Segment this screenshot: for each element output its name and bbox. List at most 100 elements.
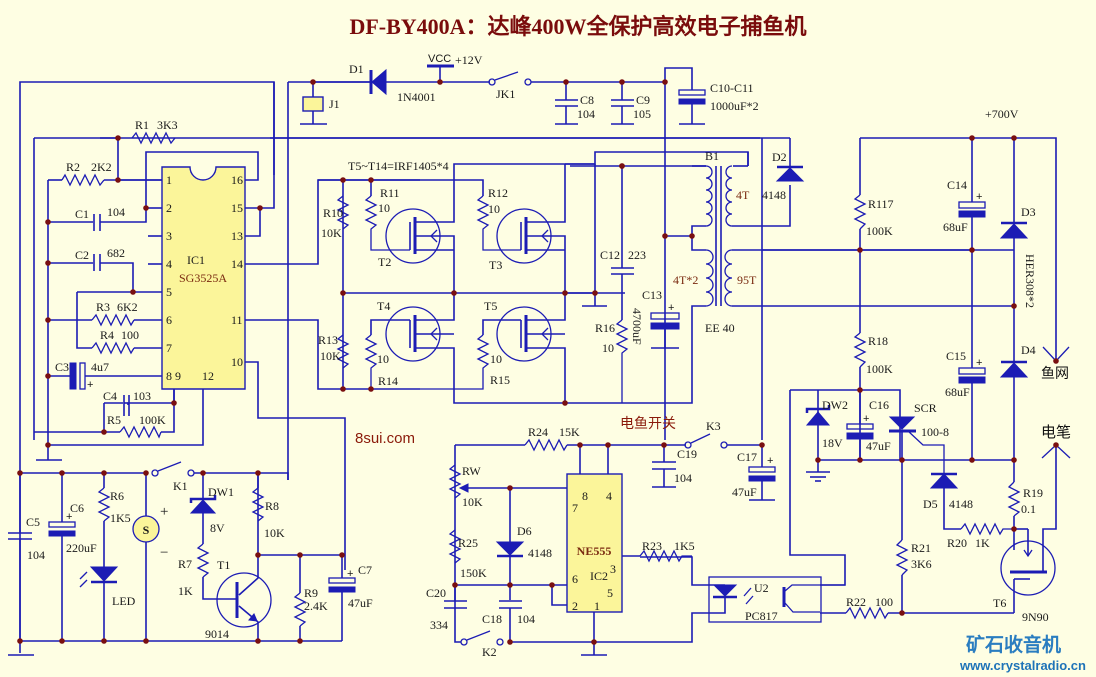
junction-dot — [563, 79, 569, 85]
r20-ref: R20 — [947, 536, 967, 550]
junction-dot — [143, 638, 149, 644]
d3-val: HER308*2 — [1023, 254, 1037, 308]
junction-dot — [1053, 442, 1059, 448]
buzzer-label: S — [143, 523, 150, 537]
junction-dot — [591, 639, 597, 645]
c2-val: 682 — [107, 246, 125, 260]
junction-dot — [857, 387, 863, 393]
diode-d2 — [775, 167, 805, 182]
k1-label: K1 — [173, 479, 188, 493]
ic2-ref: IC2 — [590, 569, 608, 583]
r12-ref: R12 — [488, 186, 508, 200]
junction-dot — [17, 470, 23, 476]
c19-ref: C18 — [482, 612, 502, 626]
r19-val: 0.1 — [1021, 502, 1036, 516]
c20-ref: C20 — [426, 586, 446, 600]
r1-ref: R1 — [135, 118, 149, 132]
junction-dot — [969, 247, 975, 253]
svg-text:10: 10 — [231, 355, 243, 369]
svg-text:7: 7 — [572, 501, 578, 515]
capacitor-c7 — [328, 577, 356, 584]
watermark-8sui: 8sui.com — [355, 430, 415, 447]
switch-k3[interactable] — [690, 433, 711, 444]
d3-ref: D3 — [1021, 205, 1036, 219]
r21-val: 3K6 — [911, 557, 932, 571]
junction-dot — [605, 442, 611, 448]
logo-url: www.crystalradio.cn — [959, 658, 1086, 673]
capacitor-c10-c11 — [678, 89, 706, 96]
junction-dot — [662, 233, 668, 239]
junction-dot — [1011, 303, 1017, 309]
c14-ref: C14 — [947, 178, 967, 192]
switch-k1[interactable] — [157, 461, 182, 472]
d2-ref: D2 — [772, 150, 787, 164]
junction-dot — [101, 429, 107, 435]
buzzer-minus: − — [160, 545, 168, 561]
u2-ref: U2 — [754, 581, 769, 595]
t3-ref: T3 — [489, 258, 502, 272]
svg-text:4: 4 — [166, 257, 172, 271]
mosfet-t3 — [454, 164, 566, 293]
c2-ref: C2 — [75, 248, 89, 262]
dw1-val: 8V — [210, 521, 225, 535]
junction-dot — [759, 442, 765, 448]
svg-text:5: 5 — [607, 586, 613, 600]
switch-k2[interactable] — [466, 630, 491, 641]
c5-ref: C5 — [26, 515, 40, 529]
capacitor-c15 — [958, 367, 986, 375]
r24-val: 15K — [559, 425, 580, 439]
zener-dw2 — [805, 411, 831, 426]
mosfet-t4 — [364, 293, 595, 404]
junction-dot — [969, 135, 975, 141]
junction-dot — [452, 582, 458, 588]
r16-ref: R16 — [595, 321, 615, 335]
junction-dot — [59, 638, 65, 644]
schematic-title: DF-BY400A：达峰400W全保护高效电子捕鱼机 — [349, 14, 806, 39]
scr — [888, 416, 916, 430]
mosfet-t2 — [364, 180, 455, 293]
mosfet-note: T5~T14=IRF1405*4 — [348, 159, 449, 173]
junction-dot — [507, 485, 513, 491]
junction-dot — [297, 638, 303, 644]
b1-winding-4t2: 4T*2 — [673, 273, 698, 287]
c5-val: 104 — [27, 548, 45, 562]
svg-text:6: 6 — [166, 313, 172, 327]
r4-ref: R4 — [100, 328, 114, 342]
switch-jk1[interactable] — [494, 71, 519, 81]
scr-label: SCR — [914, 401, 937, 415]
junction-dot — [115, 177, 121, 183]
junction-dot — [340, 386, 346, 392]
junction-dot — [451, 290, 457, 296]
junction-dot — [368, 386, 374, 392]
svg-text:+: + — [863, 413, 869, 425]
pen-label: 电笔 — [1041, 423, 1071, 441]
r18-ref: R18 — [868, 334, 888, 348]
potentiometer-rw[interactable] — [458, 483, 469, 493]
junction-dot — [662, 79, 668, 85]
c15-val: 68uF — [945, 385, 970, 399]
c8-val: 104 — [577, 107, 595, 121]
c18-ref: C19 — [677, 447, 697, 461]
capacitor-c16 — [846, 423, 874, 430]
c20-val: 334 — [430, 618, 448, 632]
ic2-part: NE555 — [577, 544, 612, 558]
b1-winding-95t: 95T — [737, 273, 757, 287]
junction-dot — [255, 638, 261, 644]
t6-ref: T6 — [993, 596, 1006, 610]
junction-dot — [661, 442, 667, 448]
c9-ref: C9 — [636, 93, 650, 107]
junction-dot — [310, 79, 316, 85]
supply-section: J1 D1 1N4001 VCC +12V JK1 C8 104 C9 105 — [19, 53, 790, 640]
c1-val: 104 — [107, 205, 125, 219]
dw2-val: 18V — [822, 436, 843, 450]
svg-text:14: 14 — [231, 257, 243, 271]
dw1-ref: DW1 — [208, 485, 234, 499]
r19-ref: R19 — [1023, 486, 1043, 500]
svg-text:2: 2 — [166, 201, 172, 215]
d1-ref: D1 — [349, 62, 364, 76]
capacitor-c8 — [555, 82, 578, 125]
r7-ref: R7 — [178, 557, 192, 571]
diode-d1 — [371, 68, 387, 96]
r13-val: 10K — [320, 349, 341, 363]
svg-text:16: 16 — [231, 173, 243, 187]
